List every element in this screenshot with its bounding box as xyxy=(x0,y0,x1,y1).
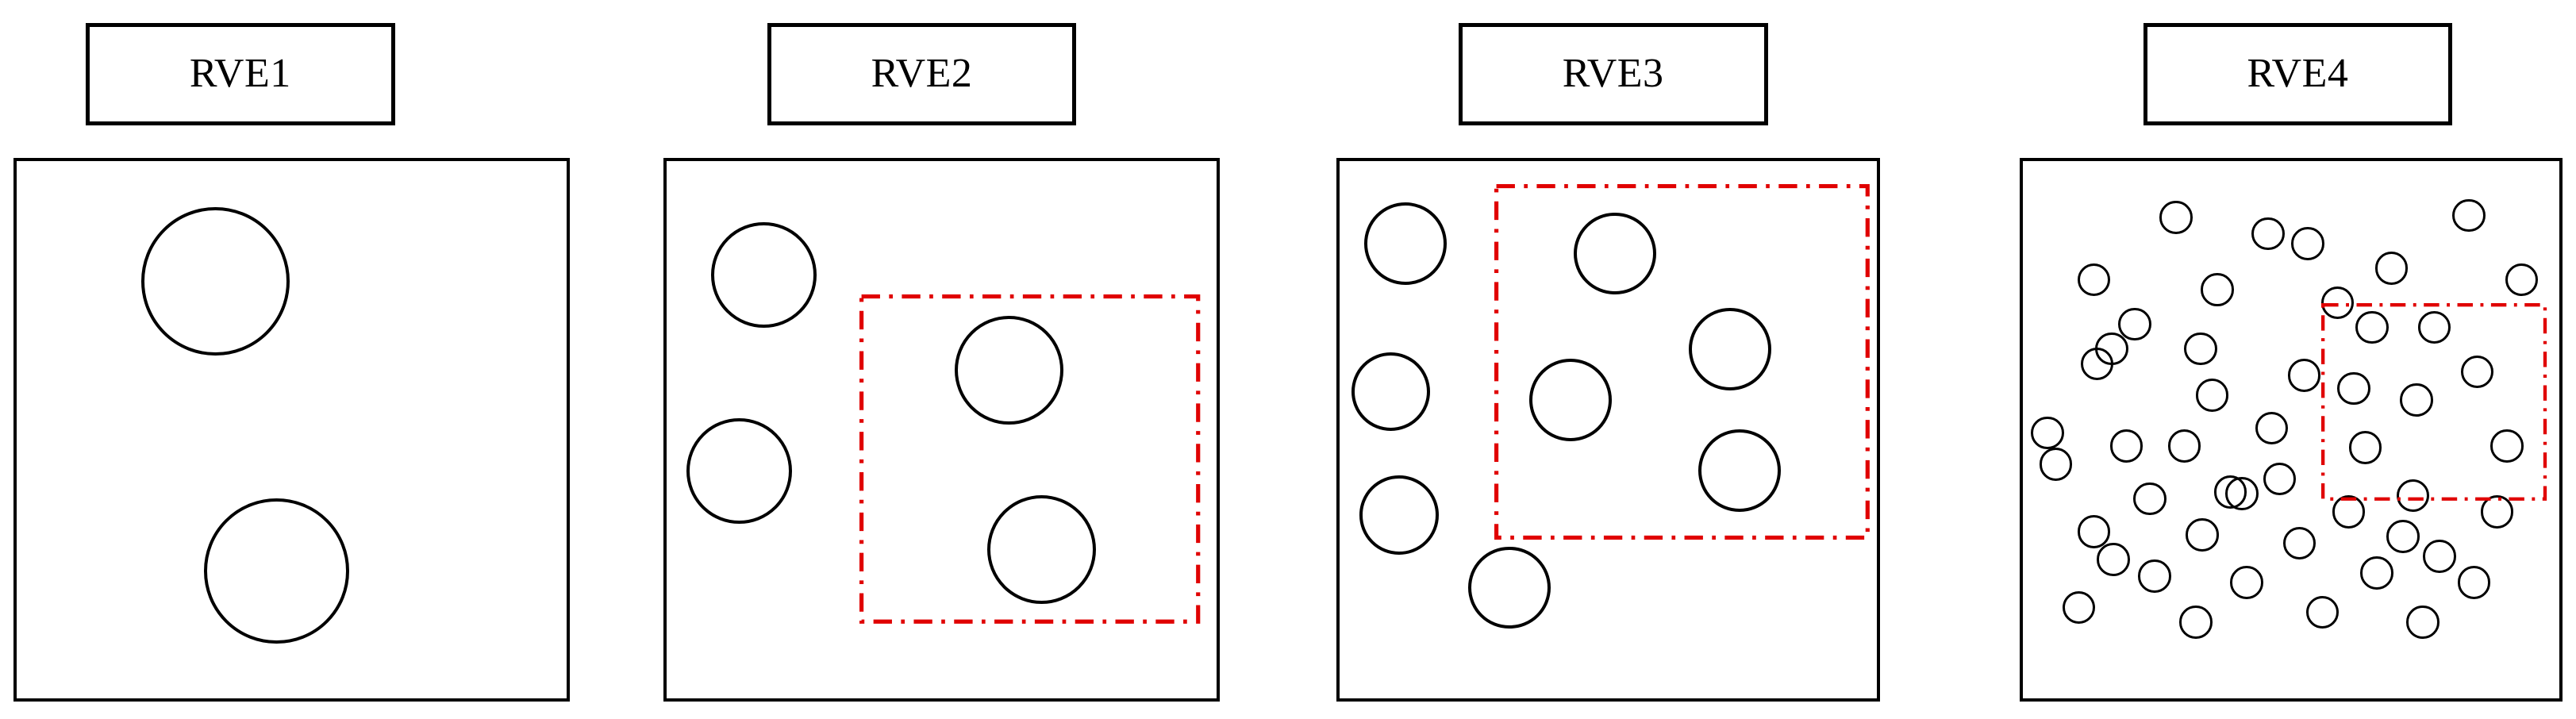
title-box-rve1: RVE1 xyxy=(85,23,395,125)
inclusion-circle xyxy=(2186,518,2219,552)
inclusion-circle xyxy=(711,222,817,328)
title-label-rve2: RVE2 xyxy=(871,51,973,97)
inclusion-circle xyxy=(2184,332,2217,366)
inclusion-circle xyxy=(2201,273,2234,306)
inclusion-circle xyxy=(2360,556,2393,590)
inclusion-circle xyxy=(2282,526,2316,560)
inclusion-circle xyxy=(2288,359,2321,392)
inclusion-circle xyxy=(2490,429,2524,463)
inclusion-circle xyxy=(2400,383,2433,417)
inclusion-circle xyxy=(2255,411,2288,444)
inclusion-circle xyxy=(2374,252,2409,285)
inclusion-circle xyxy=(2396,479,2430,513)
inclusion-circle xyxy=(2118,307,2151,341)
inclusion-circle xyxy=(2195,379,2229,412)
inclusion-circle xyxy=(2159,201,2193,234)
inclusion-circle xyxy=(2386,520,2420,553)
inclusion-circle xyxy=(2213,475,2247,509)
inclusion-circle xyxy=(2031,416,2064,450)
inclusion-circle xyxy=(2133,482,2167,516)
inclusion-circle xyxy=(2110,429,2143,463)
inclusion-circle xyxy=(2406,606,2440,639)
inclusion-circle xyxy=(2348,431,2382,464)
inclusion-circle xyxy=(2167,429,2201,463)
inclusion-circle xyxy=(2263,462,2297,496)
inclusion-circle xyxy=(2077,263,2110,297)
inclusion-circle xyxy=(2452,198,2486,233)
title-box-rve4: RVE4 xyxy=(2143,23,2453,125)
inclusion-circle xyxy=(141,207,290,356)
title-box-rve2: RVE2 xyxy=(767,23,1077,125)
inclusion-circle xyxy=(2080,347,2114,381)
inclusion-circle xyxy=(2305,595,2340,629)
title-label-rve4: RVE4 xyxy=(2247,51,2349,97)
inclusion-circle xyxy=(2097,543,2130,576)
inclusion-circle xyxy=(1359,475,1439,555)
inclusion-circle xyxy=(2077,515,2110,548)
inclusion-circle xyxy=(2230,566,2263,599)
title-label-rve3: RVE3 xyxy=(1562,51,1664,97)
inclusion-circle xyxy=(2505,263,2539,297)
title-label-rve1: RVE1 xyxy=(189,51,291,97)
inclusion-circle xyxy=(2480,495,2514,529)
inclusion-circle xyxy=(2251,217,2285,251)
inclusion-circle xyxy=(2337,371,2370,406)
inclusion-circle xyxy=(2138,559,2171,593)
title-box-rve3: RVE3 xyxy=(1458,23,1768,125)
inclusion-circle xyxy=(2291,227,2324,260)
inclusion-circle xyxy=(1468,546,1551,629)
inclusion-circle xyxy=(204,498,349,644)
inclusion-circle xyxy=(2332,495,2366,529)
inclusion-circle xyxy=(2179,606,2213,639)
inclusion-circle xyxy=(2423,540,2456,573)
inclusion-circle xyxy=(1351,352,1431,432)
inclusion-circle xyxy=(686,417,792,524)
inclusion-circle xyxy=(2457,566,2491,599)
inclusion-circle xyxy=(2355,311,2389,344)
inclusion-circle xyxy=(2039,448,2073,481)
inclusion-circle xyxy=(2320,286,2354,320)
inclusion-circle xyxy=(1364,202,1448,285)
inclusion-circle xyxy=(2062,590,2096,625)
